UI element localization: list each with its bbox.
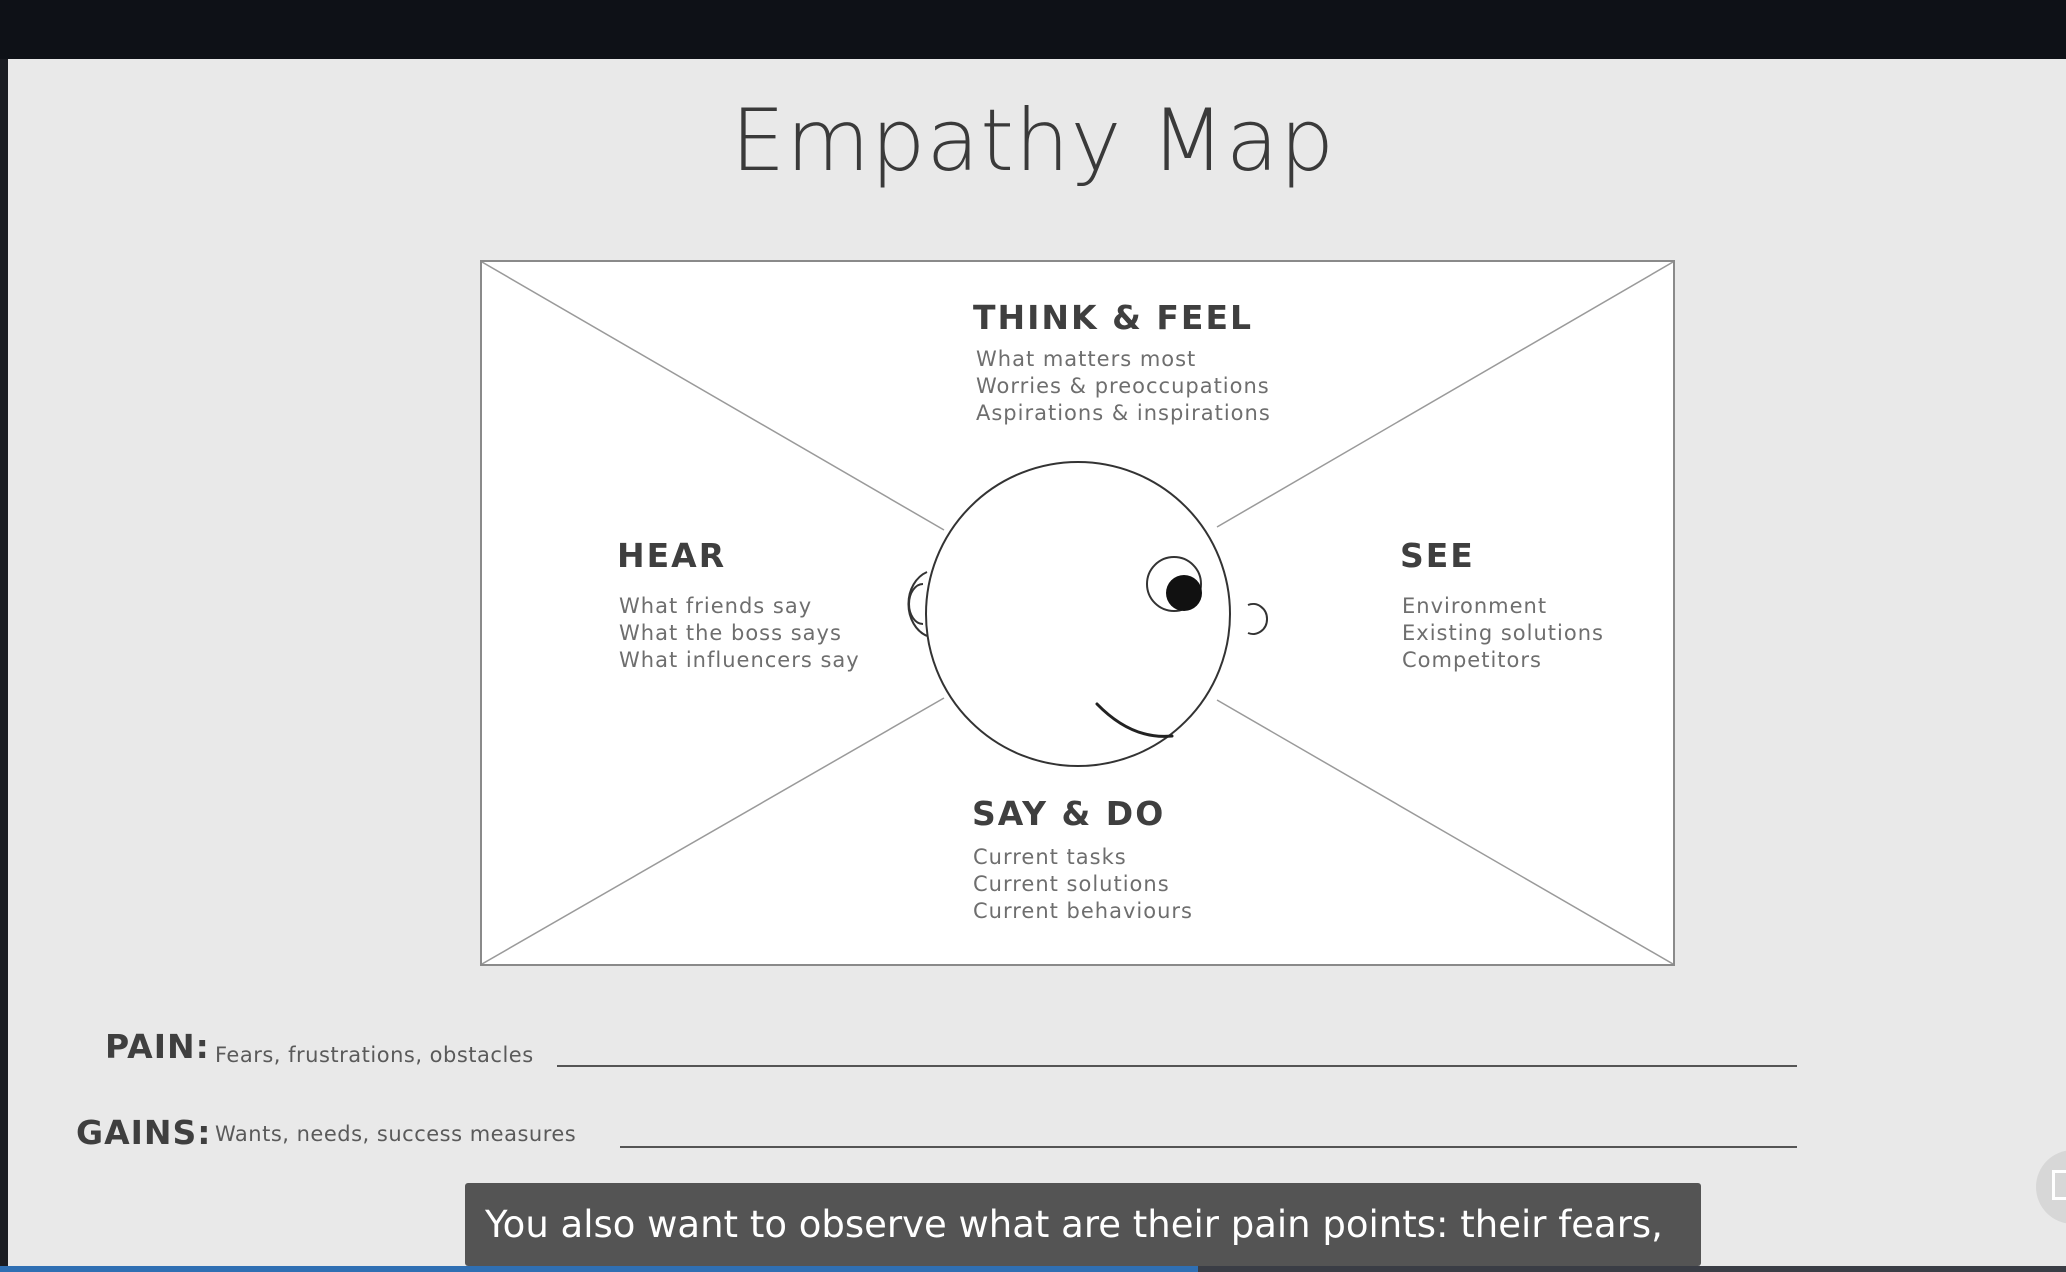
video-progress-fill [0,1266,1199,1272]
list-item: Existing solutions [1402,621,1604,645]
pain-label: PAIN: [105,1027,210,1066]
see-list: Environment Existing solutions Competito… [1402,593,1604,674]
list-item: What influencers say [619,648,860,672]
video-top-bar [0,0,2066,59]
list-item: Aspirations & inspirations [976,401,1271,425]
gains-description: Wants, needs, success measures [215,1122,577,1146]
list-item: Current tasks [973,845,1127,869]
diagonal-top-right [1216,262,1673,528]
think-feel-list: What matters most Worries & preoccupatio… [976,346,1271,427]
hear-list: What friends say What the boss says What… [619,593,860,674]
diagonal-top-left [482,262,945,531]
list-item: Environment [1402,594,1548,618]
video-progress-bar[interactable] [0,1266,2066,1272]
diagonal-bottom-left [482,697,945,964]
pain-description: Fears, frustrations, obstacles [215,1043,534,1067]
subtitle-caption: You also want to observe what are their … [465,1183,1701,1266]
list-item: What the boss says [619,621,842,645]
say-do-heading: SAY & DO [972,794,1166,833]
list-item: Worries & preoccupations [976,374,1270,398]
see-heading: SEE [1400,536,1475,575]
video-left-edge [0,59,8,1272]
slide: Empathy Map THINK & FEEL What matters mo… [8,59,2066,1267]
say-do-list: Current tasks Current solutions Current … [973,844,1193,925]
speaker-icon [2052,1170,2066,1200]
head-outline [925,461,1231,767]
list-item: What friends say [619,594,813,618]
list-item: What matters most [976,347,1197,371]
list-item: Competitors [1402,648,1542,672]
list-item: Current solutions [973,872,1170,896]
empathy-map-diagram [482,262,1673,964]
gains-writing-line [620,1146,1797,1148]
list-item: Current behaviours [973,899,1193,923]
eye-pupil [1166,575,1202,611]
head-nose [1247,603,1268,635]
diagonal-bottom-right [1216,699,1673,964]
head-illustration [907,461,1268,767]
gains-label: GAINS: [76,1113,212,1152]
slide-title: Empathy Map [730,91,1336,191]
head-ear [907,571,928,637]
empathy-map-box: THINK & FEEL What matters most Worries &… [480,260,1675,966]
mouth-smile [1095,702,1174,738]
pain-writing-line [557,1065,1797,1067]
head-ear-inner [908,583,924,625]
hear-heading: HEAR [617,536,727,575]
think-feel-heading: THINK & FEEL [973,298,1254,337]
